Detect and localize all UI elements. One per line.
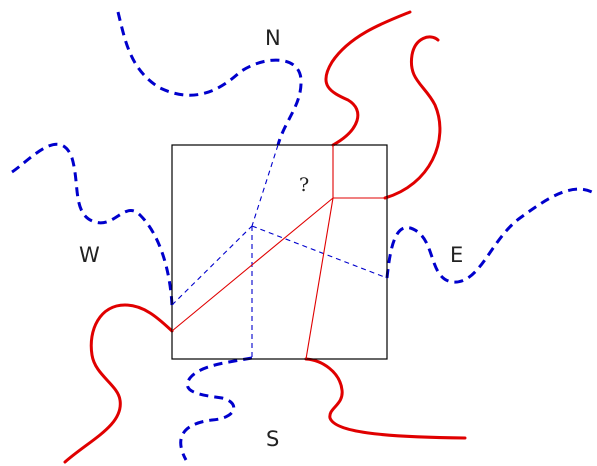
south-blue-curve <box>179 356 253 461</box>
red-inner-line-south <box>305 197 334 360</box>
west-blue-curve <box>11 142 174 306</box>
label-east: E <box>450 243 463 267</box>
central-square <box>171 144 388 360</box>
red-inner-line-west <box>171 197 334 332</box>
west-red-curve <box>63 303 174 464</box>
east-blue-curve <box>385 187 593 284</box>
blue-inner-line-west <box>171 225 253 306</box>
label-north: N <box>265 26 281 50</box>
north-red-curve <box>324 10 412 147</box>
label-south: S <box>266 427 279 451</box>
label-west: W <box>79 243 100 267</box>
unknown-region-mark: ? <box>299 174 309 196</box>
south-red-curve <box>304 357 467 440</box>
blue-inner-line-north <box>251 144 279 227</box>
north-east-red-curve <box>383 35 442 200</box>
blue-inner-line-east <box>251 225 388 279</box>
